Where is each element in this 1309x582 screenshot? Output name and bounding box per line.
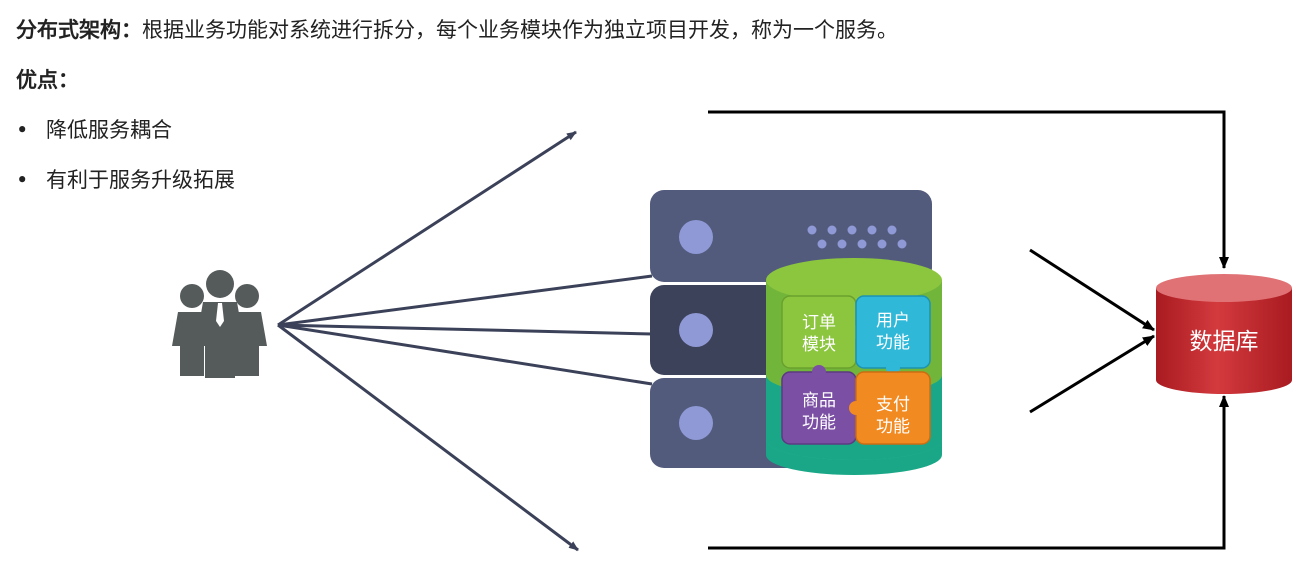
module-puzzle-user	[855, 295, 931, 375]
advantage-item: • 降低服务耦合	[16, 114, 172, 144]
database-icon	[1156, 274, 1292, 394]
intro-term: 分布式架构：	[16, 17, 142, 42]
server-led-icon	[679, 220, 713, 254]
connector-lower	[1029, 334, 1155, 414]
module-label: 用户	[876, 311, 910, 331]
intro-definition: 根据业务功能对系统进行拆分，每个业务模块作为独立项目开发，称为一个服务。	[142, 18, 898, 42]
advantage-text: 有利于服务升级拓展	[46, 168, 235, 192]
intro-line: 分布式架构：根据业务功能对系统进行拆分，每个业务模块作为独立项目开发，称为一个服…	[16, 14, 898, 44]
module-puzzle-product	[781, 365, 857, 445]
advantage-item: • 有利于服务升级拓展	[16, 164, 235, 194]
module-label: 功能	[802, 413, 836, 433]
arrow-server-1	[277, 274, 653, 327]
connector-upper	[1029, 248, 1155, 332]
module-label: 模块	[802, 335, 836, 355]
arrow-server-3	[277, 323, 653, 386]
request-arrows	[277, 130, 653, 552]
bullet-icon: •	[16, 118, 29, 142]
module-label: 功能	[876, 417, 910, 437]
module-puzzle-payment	[849, 371, 931, 445]
arrow-up	[277, 130, 577, 327]
users-icon	[172, 270, 267, 378]
arrow-server-2	[277, 323, 653, 336]
bottom-connector	[708, 395, 1229, 550]
module-label: 订单	[802, 313, 836, 333]
advantages-heading: 优点：	[16, 67, 79, 92]
server-led-icon	[679, 313, 713, 347]
bullet-icon: •	[16, 168, 29, 192]
database-label: 数据库	[1190, 329, 1259, 355]
module-label: 功能	[876, 333, 910, 353]
module-label: 支付	[876, 395, 910, 415]
advantage-text: 降低服务耦合	[46, 118, 172, 142]
server-vent-icon	[807, 225, 907, 249]
module-label: 商品	[802, 391, 836, 411]
database-connectors	[708, 110, 1229, 550]
top-connector	[708, 110, 1229, 269]
arrow-down	[277, 323, 579, 552]
server-led-icon	[679, 406, 713, 440]
